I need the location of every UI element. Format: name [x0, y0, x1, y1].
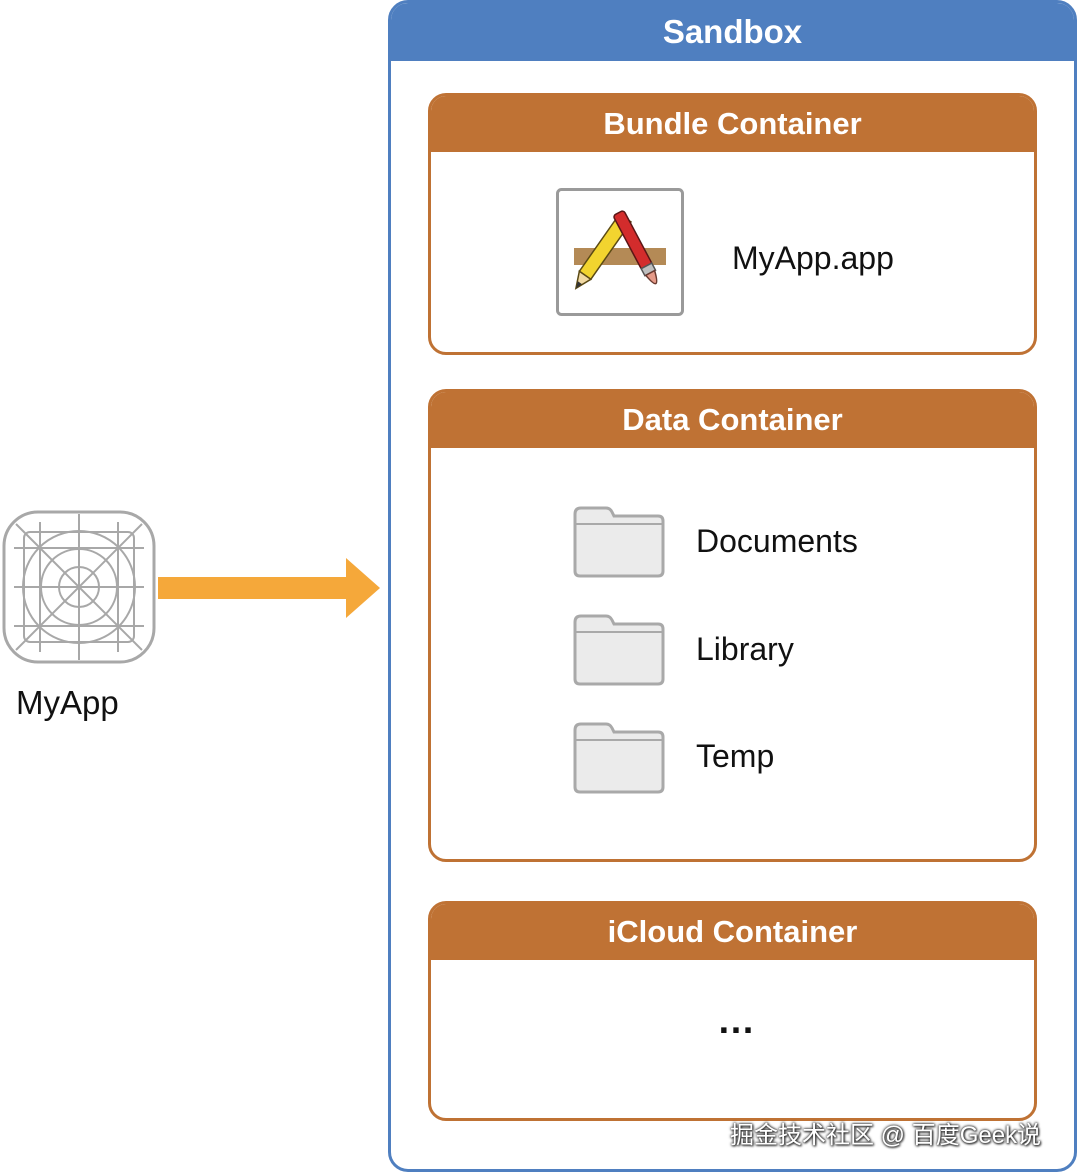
- folder-label-documents: Documents: [696, 523, 858, 559]
- folder-icon: [573, 722, 665, 794]
- icloud-container-title: iCloud Container: [431, 904, 1034, 960]
- bundle-container-title: Bundle Container: [431, 96, 1034, 152]
- sandbox-title: Sandbox: [391, 3, 1074, 61]
- data-container: Data Container: [428, 389, 1037, 862]
- folder-label-library: Library: [696, 631, 794, 667]
- folder-icon: [573, 614, 665, 686]
- data-container-title: Data Container: [431, 392, 1034, 448]
- arrow-right-icon: [158, 558, 380, 618]
- folder-label-temp: Temp: [696, 738, 775, 774]
- app-label: MyApp: [16, 684, 119, 721]
- folder-icon: [573, 506, 665, 578]
- bundle-container: Bundle Container: [428, 93, 1037, 355]
- app-store-icon: [556, 188, 684, 316]
- watermark: 掘金技术社区 @ 百度Geek说: [730, 1122, 1042, 1149]
- bundle-item-label: MyApp.app: [732, 240, 894, 276]
- icloud-container: iCloud Container: [428, 901, 1037, 1121]
- icloud-ellipsis: …: [717, 1000, 757, 1042]
- ios-app-grid-icon: [2, 510, 156, 664]
